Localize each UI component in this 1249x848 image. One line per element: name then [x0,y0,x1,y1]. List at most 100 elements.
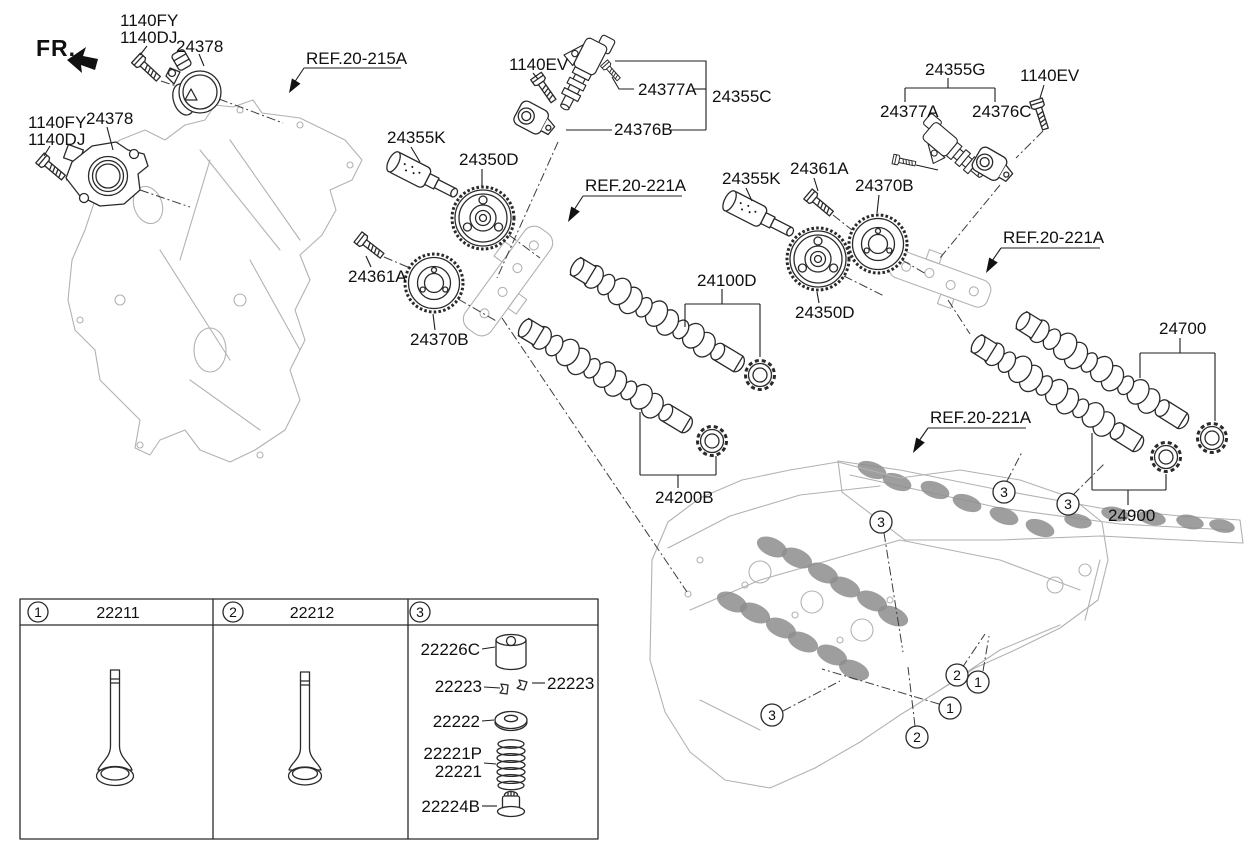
fr-direction-arrow [67,47,98,73]
sprocket-24370b-right [847,213,909,275]
legend-table: 1 22211 2 22212 3 [19,598,599,840]
label-1140dj-top: 1140DJ [120,28,177,47]
cam-sensor-24378-top [165,49,222,116]
label-24376b: 24376B [614,120,673,139]
label-22221: 22221 [435,762,482,781]
label-22224b: 22224B [421,797,480,816]
trigger-wheel-24900 [1150,441,1182,473]
cvvt-24350d-right [785,226,851,292]
legend-col2-header: 2 22212 [222,601,335,623]
label-1140dj-left: 1140DJ [28,130,85,149]
ocv-solenoid-right [906,112,1019,194]
cam-sensor-24378-left [62,141,149,207]
label-24355c: 24355C [712,87,772,106]
label-1140ev-top: 1140EV [509,55,569,74]
reference-arrowheads [67,47,998,453]
ocv-filter-24355k-right [719,188,799,244]
bolt-24377a-right [891,153,917,170]
callout-3-d-label: 3 [768,707,776,723]
retainer-drawing-22222 [494,710,528,732]
callout-leader-lines [782,451,1105,727]
label-24355g: 24355G [925,60,986,79]
legend-col2-num: 2 [229,604,237,620]
bolt-24361a-left [353,231,387,262]
bolt-1140fy-top [130,52,164,85]
trigger-wheel-24700 [1196,422,1228,454]
bolt-1140fy-left [35,152,69,184]
label-24370b-left: 24370B [410,330,469,349]
bolt-1140ev-right [1029,97,1053,132]
label-24376c: 24376C [972,102,1032,121]
label-24355k-right: 24355K [722,169,781,188]
callout-3-c: 3 [1056,492,1080,516]
ocv-solenoid-top [511,22,617,142]
callout-3-b: 3 [992,480,1016,504]
cylinder-head-outline [649,461,1109,789]
callout-1-a: 1 [966,670,990,694]
fr-indicator: FR. [36,35,76,61]
label-1140fy-left: 1140FY [28,113,86,132]
ocv-housing-24376b [511,98,560,142]
label-22223-right: 22223 [547,674,594,693]
callout-1-b: 1 [938,696,962,720]
label-22222: 22222 [433,712,480,731]
spring-drawing-22221 [496,739,526,791]
label-24370b-right: 24370B [855,176,914,195]
callout-3-a-label: 3 [877,514,885,530]
valve-drawing-22211 [95,669,135,787]
callout-1-a-label: 1 [974,674,982,690]
label-24200b: 24200B [655,488,714,507]
valve-lock-drawings-22223 [499,679,528,695]
label-24361a-right: 24361A [790,159,849,178]
callout-1-b-label: 1 [946,700,954,716]
head-gasket-strip [837,460,1244,544]
bolt-1140ev-top [530,71,560,106]
legend-col3-header: 3 [409,601,431,623]
callout-3-c-label: 3 [1064,496,1072,512]
label-ref-20-221a-mid: REF.20-221A [585,176,687,195]
label-ref-20-221a-low: REF.20-221A [930,408,1032,427]
legend-col2-part: 22212 [290,605,335,622]
label-24700: 24700 [1159,319,1206,338]
label-24900: 24900 [1108,506,1155,525]
legend-col1-header: 1 22211 [27,601,140,623]
label-24355k-left: 24355K [387,128,446,147]
cvvt-24350d-left [450,185,516,251]
bolt-24361a-right [803,188,837,220]
legend-col1-part: 22211 [96,605,139,622]
label-ref-20-215a: REF.20-215A [306,49,408,68]
legend-col3-num: 3 [416,604,424,620]
label-24361a-left: 24361A [348,267,407,286]
leader-lines [43,45,1216,505]
trigger-wheel-24100d [744,359,776,391]
bolt-24377a-top [600,59,623,83]
label-ref-20-221a-right: REF.20-221A [1003,228,1105,247]
tappet-drawing-22226c [495,633,527,671]
ocv-filter-24355k-left [383,149,463,205]
label-1140ev-right: 1140EV [1020,66,1080,85]
label-24350d-right: 24350D [795,303,855,322]
label-24377a-right: 24377A [880,102,939,121]
callout-3-b-label: 3 [1000,484,1008,500]
label-22223-left: 22223 [435,677,482,696]
label-24377a-top: 24377A [638,80,697,99]
valve-drawing-22212 [287,671,323,786]
label-24378-left: 24378 [86,109,133,128]
label-22221p: 22221P [423,744,482,763]
label-24378-top: 24378 [176,37,223,56]
callout-2-b: 2 [905,725,929,749]
label-24350d-left: 24350D [459,150,519,169]
callout-3-a: 3 [869,510,893,534]
ocv-housing-24376c [969,144,1019,189]
callout-3-d: 3 [760,703,784,727]
callout-2-a-label: 2 [953,667,961,683]
callout-2-b-label: 2 [913,729,921,745]
trigger-wheel-24200b [696,425,728,457]
label-1140fy-top: 1140FY [120,11,178,30]
label-24100d: 24100D [697,271,757,290]
label-22226c: 22226C [420,640,480,659]
legend-col1-num: 1 [34,604,42,620]
sprocket-24370b-left [403,252,465,314]
